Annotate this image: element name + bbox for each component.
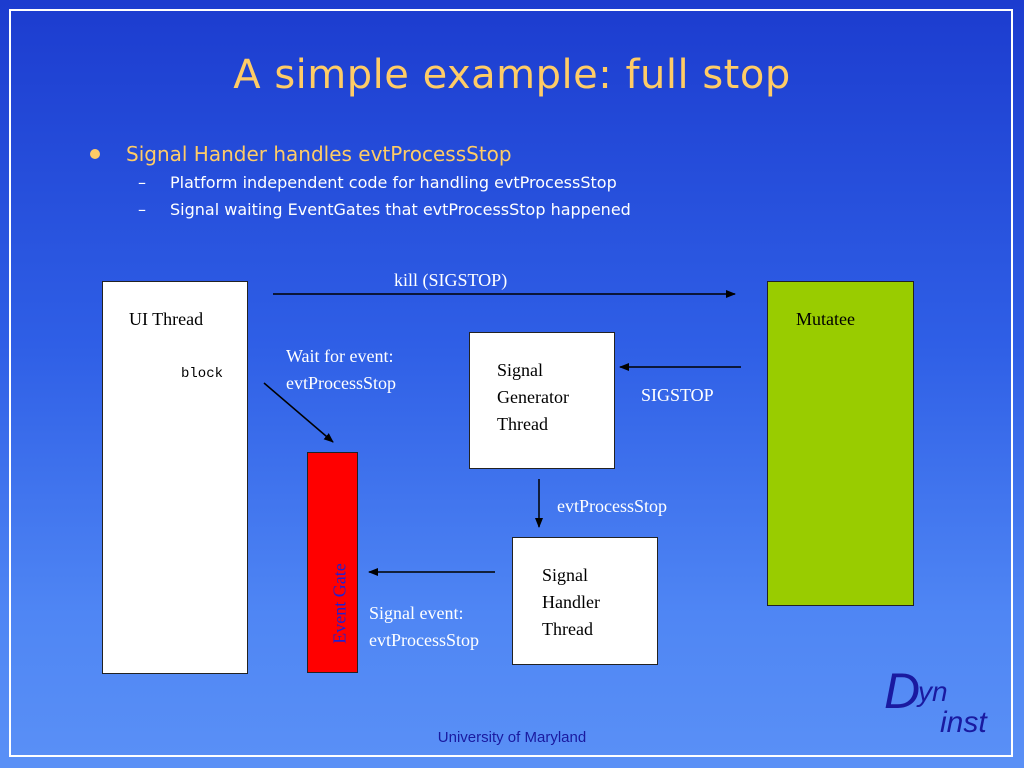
signal-handler-line3: Thread (542, 619, 593, 639)
sub-bullet-2: – Signal waiting EventGates that evtProc… (138, 200, 631, 219)
signal-handler-box: Signal Handler Thread (512, 537, 658, 665)
mutatee-box: Mutatee (767, 281, 914, 606)
signal-generator-box: Signal Generator Thread (469, 332, 615, 469)
slide-frame (9, 9, 1013, 757)
logo-yn: yn (918, 676, 948, 707)
signal-event-line1: Signal event: (369, 603, 464, 623)
event-gate-label: Event Gate (330, 563, 350, 644)
footer-university: University of Maryland (437, 729, 587, 746)
signal-handler-line1: Signal (542, 565, 589, 585)
signal-event-line2: evtProcessStop (369, 630, 479, 650)
main-bullet: Signal Hander handles evtProcessStop (90, 142, 512, 166)
event-gate-label-wrap: Event Gate (328, 541, 353, 666)
sub-bullet-1: – Platform independent code for handling… (138, 173, 617, 192)
dash-icon: – (138, 173, 146, 192)
logo-inst: inst (940, 706, 987, 739)
sigstop-label: SIGSTOP (641, 385, 714, 405)
dyninst-logo: D yn inst (884, 663, 1004, 750)
kill-label: kill (SIGSTOP) (394, 270, 508, 290)
block-label: block (181, 366, 224, 382)
mutatee-label: Mutatee (796, 309, 855, 329)
ui-thread-label: UI Thread (129, 309, 204, 329)
wait-label-line1: Wait for event: (286, 346, 394, 366)
signal-generator-line1: Signal (497, 360, 544, 380)
bullet-dot-icon (90, 149, 100, 159)
signal-generator-line3: Thread (497, 414, 548, 434)
wait-label-line2: evtProcessStop (286, 373, 396, 393)
dash-icon: – (138, 200, 146, 219)
signal-generator-line2: Generator (497, 387, 569, 407)
slide-title: A simple example: full stop (233, 52, 791, 98)
signal-handler-line2: Handler (542, 592, 600, 612)
evt-process-stop-label: evtProcessStop (557, 496, 667, 516)
sub-bullet-text: Signal waiting EventGates that evtProces… (170, 200, 631, 219)
event-gate-box: Event Gate (307, 452, 358, 673)
sub-bullet-text: Platform independent code for handling e… (170, 173, 617, 192)
ui-thread-box: UI Thread block (102, 281, 248, 674)
main-bullet-text: Signal Hander handles evtProcessStop (126, 142, 512, 166)
logo-d: D (884, 663, 921, 719)
